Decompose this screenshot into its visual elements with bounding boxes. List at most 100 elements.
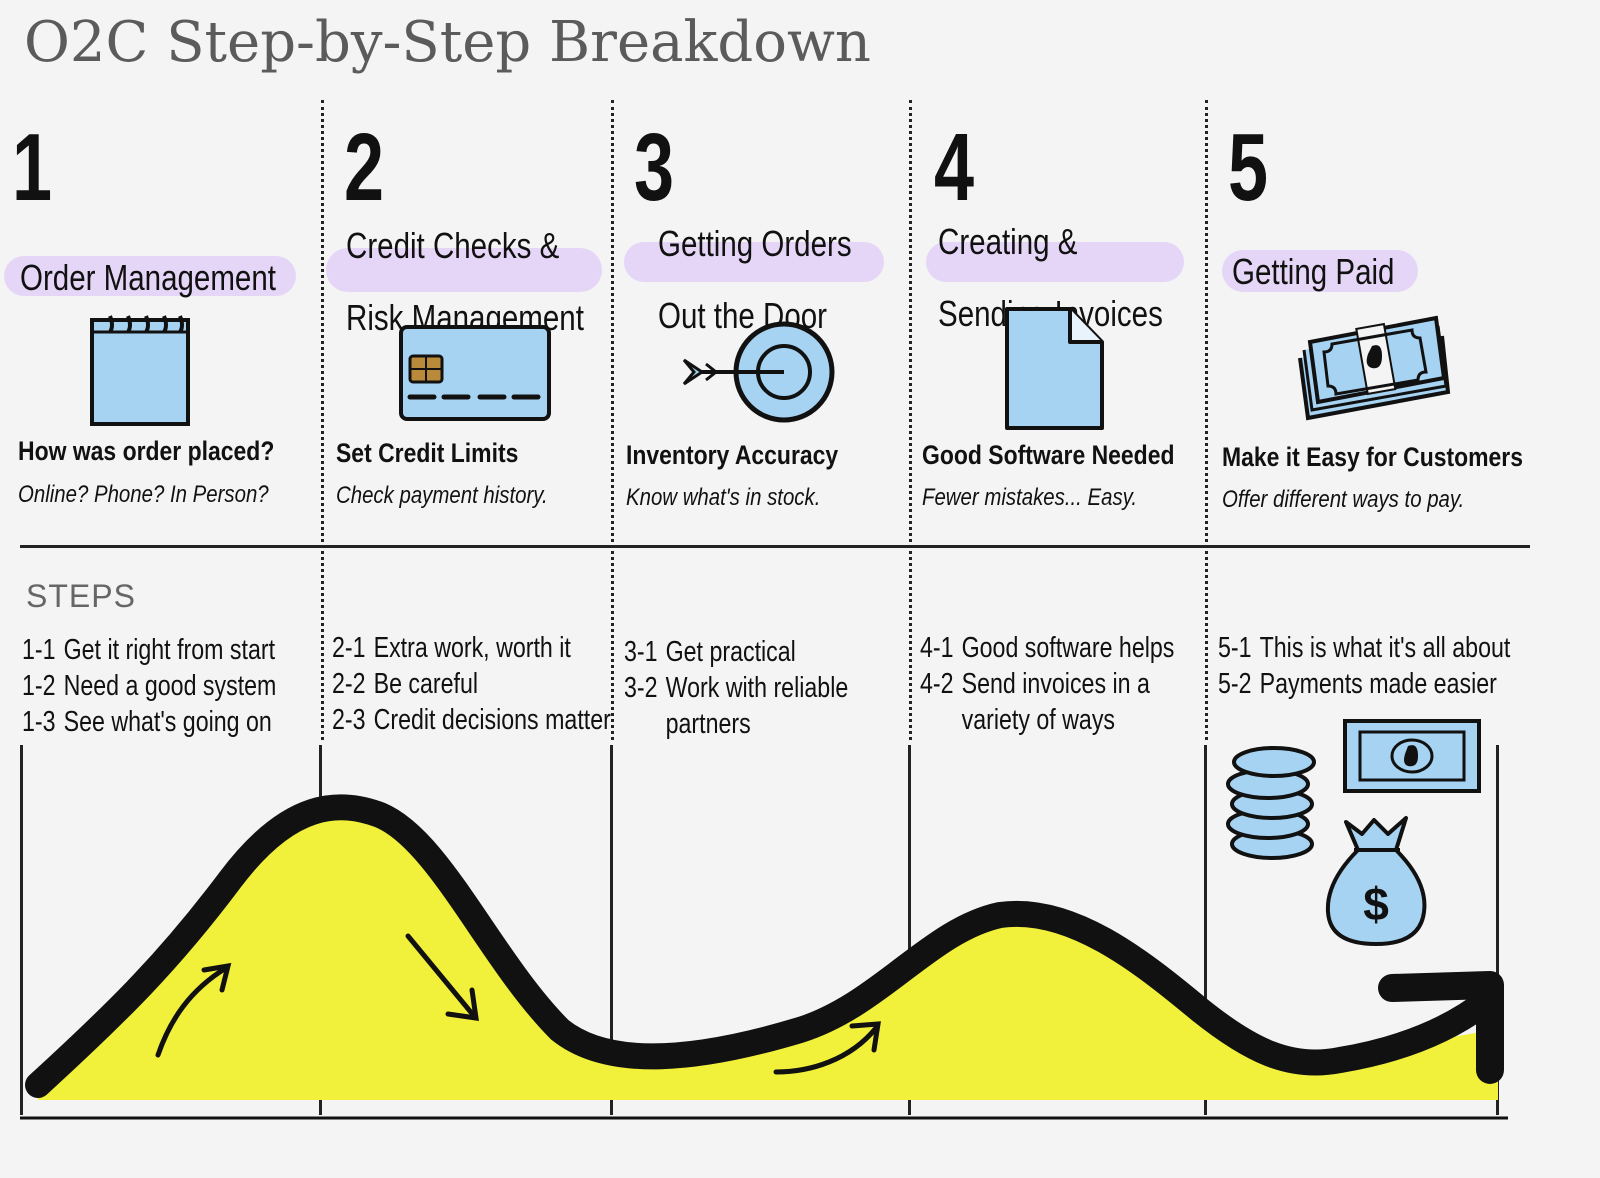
chart-gridline — [20, 745, 23, 1115]
step-id: 3-1 — [624, 636, 658, 668]
column-divider — [909, 100, 912, 740]
step-text: Be careful — [373, 668, 479, 700]
wave-line — [25, 794, 1501, 1098]
page-title: O2C Step-by-Step Breakdown — [24, 10, 871, 75]
target-icon — [682, 321, 835, 423]
money-bag-icon: $ — [1325, 816, 1427, 946]
column-hint: Check payment history. — [336, 482, 548, 509]
right-arrow-head — [849, 1021, 881, 1053]
steps-label: STEPS — [26, 578, 136, 614]
step-number: 5 — [1228, 114, 1269, 221]
step-number: 1 — [12, 114, 53, 221]
svg-text:$: $ — [1363, 878, 1389, 930]
chart-gridline — [610, 745, 613, 1115]
step-text: See what's going on — [63, 706, 272, 738]
column-2: 2 — [344, 120, 397, 216]
column-hint: Fewer mistakes... Easy. — [922, 484, 1138, 511]
banknote-icon — [1343, 719, 1481, 793]
column-hint: Online? Phone? In Person? — [18, 481, 269, 508]
step-text: Good software helps — [961, 632, 1175, 664]
step-text: variety of ways — [961, 704, 1116, 736]
column-divider — [321, 100, 324, 740]
chart-gridline — [1204, 745, 1207, 1115]
step-id: 2-3 — [332, 704, 366, 736]
down-arrow-head — [445, 987, 479, 1021]
column-3: 3 — [634, 120, 687, 216]
column-hint: Offer different ways to pay. — [1222, 486, 1465, 513]
step-text: Need a good system — [63, 670, 277, 702]
heading-highlight — [4, 256, 296, 296]
step-text: Get practical — [665, 636, 796, 668]
heading-highlight — [926, 242, 1184, 282]
chart-gridline — [908, 745, 911, 1115]
column-question: Inventory Accuracy — [626, 440, 839, 470]
heading-line: Getting Paid — [1232, 251, 1395, 292]
step-id: 4-1 — [920, 632, 954, 664]
step-text: Work with reliable — [665, 672, 849, 704]
column-1: 1 — [12, 120, 65, 216]
step-text: Payments made easier — [1259, 668, 1497, 700]
column-question: Make it Easy for Customers — [1222, 442, 1524, 472]
step-text: Credit decisions matter — [373, 704, 611, 736]
heading-line: Order Management — [20, 257, 276, 298]
coins-icon — [1226, 746, 1316, 860]
heading-line: Creating & — [938, 221, 1078, 262]
step-id: 5-1 — [1218, 632, 1252, 664]
up-arrow — [155, 965, 229, 1058]
step-text: Get it right from start — [63, 634, 276, 666]
cash-stack-icon — [1298, 315, 1451, 421]
step-text: partners — [665, 708, 751, 740]
heading-line: Credit Checks & — [346, 225, 560, 266]
step-number: 2 — [344, 114, 385, 221]
column-question: Set Credit Limits — [336, 438, 519, 468]
column-heading-3: Getting Orders Out the Door — [624, 226, 884, 334]
step-id: 1-1 — [22, 634, 56, 666]
right-arrow — [773, 1025, 879, 1075]
heading-highlight — [326, 248, 602, 292]
step-id: 3-2 — [624, 672, 658, 704]
down-arrow — [405, 933, 477, 1019]
step-id: 2-2 — [332, 668, 366, 700]
arrowhead-end — [1378, 971, 1504, 1084]
column-4: 4 — [934, 120, 987, 216]
document-icon — [1005, 307, 1104, 430]
step-text: Send invoices in a — [961, 668, 1150, 700]
column-heading-5: Getting Paid — [1222, 250, 1420, 292]
step-item: variety of ways — [920, 702, 1174, 738]
chart-gridline — [1496, 745, 1499, 1115]
trend-arrows — [155, 933, 881, 1075]
step-text: Extra work, worth it — [373, 632, 571, 664]
notepad-icon — [90, 315, 190, 426]
heading-highlight — [624, 242, 884, 282]
credit-card-icon — [399, 325, 551, 421]
heading-highlight — [1222, 250, 1418, 292]
up-arrow-head — [201, 962, 232, 993]
wave-fill — [38, 807, 1498, 1100]
step-id: 5-2 — [1218, 668, 1252, 700]
section-divider — [20, 545, 1530, 548]
step-id: 1-3 — [22, 706, 56, 738]
column-heading-1: Order Management — [4, 254, 316, 296]
column-hint: Know what's in stock. — [626, 484, 821, 511]
step-item: partners — [624, 706, 848, 742]
step-id: 4-2 — [920, 668, 954, 700]
column-divider — [1205, 100, 1208, 740]
step-id: 2-1 — [332, 632, 366, 664]
step-number: 3 — [634, 114, 675, 221]
